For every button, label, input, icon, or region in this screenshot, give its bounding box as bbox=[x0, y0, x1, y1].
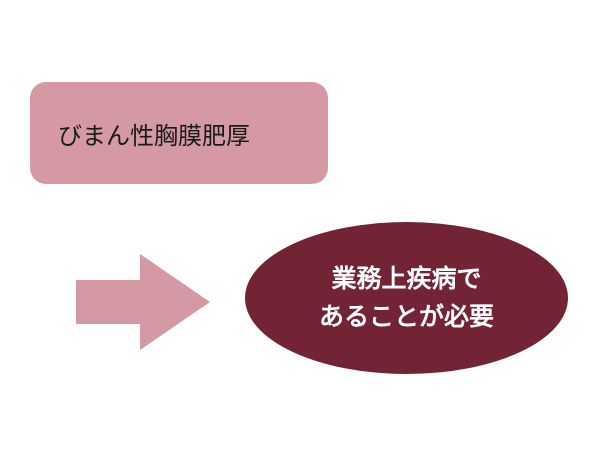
result-line-2: あることが必要 bbox=[318, 302, 494, 331]
result-line-1: 業務上疾病で bbox=[331, 264, 482, 293]
result-ellipse: 業務上疾病で あることが必要 bbox=[245, 222, 568, 374]
right-arrow-icon bbox=[76, 254, 210, 350]
condition-box: びまん性胸膜肥厚 bbox=[30, 82, 328, 184]
arrow-shape bbox=[76, 254, 210, 350]
condition-text: びまん性胸膜肥厚 bbox=[58, 121, 250, 150]
